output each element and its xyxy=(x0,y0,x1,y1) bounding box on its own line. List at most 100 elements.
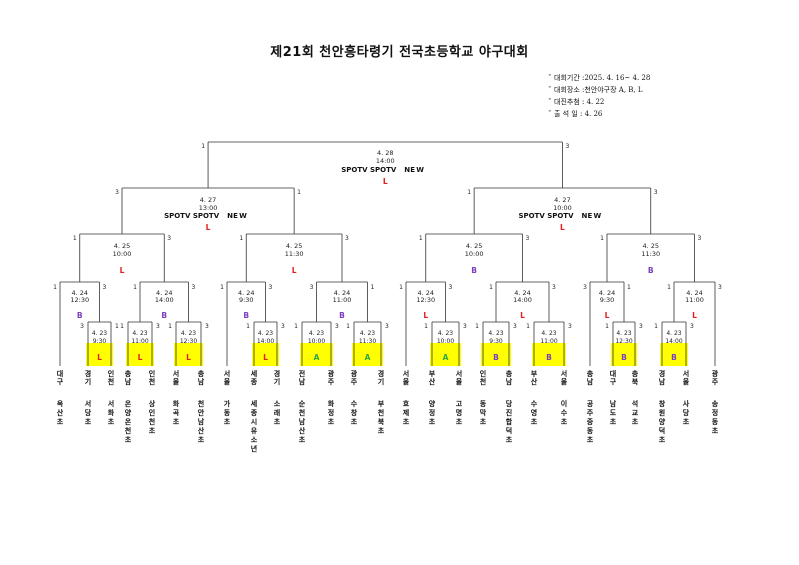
r2-score-left: 1 xyxy=(667,284,671,291)
team-school-char: 남 xyxy=(299,417,306,426)
team-school-char: 화 xyxy=(328,399,335,408)
r1-match-date: 4. 23 xyxy=(666,330,681,337)
r2-venue-label: B xyxy=(161,311,167,320)
r1-match-time: 12:30 xyxy=(180,338,197,345)
team-school-char: 송 xyxy=(712,399,719,408)
team-school-char: 창 xyxy=(659,399,666,408)
r2-match-time: 14:00 xyxy=(513,296,532,304)
team-school-char: 초 xyxy=(224,417,231,426)
team-region-char: 서 xyxy=(561,369,567,378)
team-school-char: 초 xyxy=(506,435,513,444)
team-school-char: 이 xyxy=(561,399,567,408)
team-school-char: 덕 xyxy=(506,426,512,435)
team-region-char: 북 xyxy=(632,377,639,386)
team-region-char: 경 xyxy=(378,369,384,378)
qf-match-time: 11:30 xyxy=(285,250,304,258)
sf-score-left: 1 xyxy=(467,189,471,196)
r2-match-date: 4. 24 xyxy=(238,289,255,297)
r1-match-time: 9:30 xyxy=(489,338,503,345)
team-region-char: 산 xyxy=(429,377,436,386)
team-school-char: 남 xyxy=(198,417,205,426)
team-region-char: 남 xyxy=(587,377,594,386)
final-score-right: 3 xyxy=(565,143,569,150)
r1-match-time: 9:30 xyxy=(93,338,107,345)
qf-score-right: 3 xyxy=(167,235,171,242)
r2-score-right: 3 xyxy=(103,284,107,291)
r1-score-left: 1 xyxy=(346,323,350,330)
r2-score-right: 1 xyxy=(627,284,631,291)
r1-match-date: 4. 23 xyxy=(438,330,453,337)
team-region-char: 남 xyxy=(299,377,306,386)
final-match-date: 4. 28 xyxy=(377,149,394,157)
r1-highlight xyxy=(352,343,383,366)
qf-venue-label: B xyxy=(471,266,477,275)
team-school-char: 도 xyxy=(610,409,617,417)
qf-score-left: 1 xyxy=(239,235,243,242)
team-school-char: 공 xyxy=(587,400,594,408)
sf-match-time: 13:00 xyxy=(199,204,218,212)
r1-highlight xyxy=(126,343,154,366)
team-school-char: 초 xyxy=(149,426,156,435)
r2-match-date: 4. 24 xyxy=(514,289,531,297)
page-title: 제21회 천안흥타령기 전국초등학교 야구대회 xyxy=(270,45,529,60)
qf-score-left: 1 xyxy=(600,235,604,242)
team-school-char: 남 xyxy=(610,399,617,408)
r1-score-left: 1 xyxy=(526,323,530,330)
team-school-char: 안 xyxy=(198,408,205,417)
final-score-left: 1 xyxy=(201,143,205,150)
team-school-char: 제 xyxy=(403,408,409,417)
team-school-char: 초 xyxy=(274,417,281,426)
team-region-char: 남 xyxy=(198,377,205,386)
team-school-char: 초 xyxy=(351,417,358,426)
r2-score-right: 3 xyxy=(269,284,273,291)
tv-logo-text: SPOTV SPOTV xyxy=(164,212,220,220)
team-school-char: 주 xyxy=(587,409,594,417)
qf-score-right: 3 xyxy=(526,235,530,242)
tv-logo-n: N xyxy=(227,212,233,220)
team-school-char: 초 xyxy=(632,417,639,426)
tv-logo-n: N xyxy=(404,166,410,174)
team-region-char: 인 xyxy=(149,369,155,378)
r1-match-date: 4. 23 xyxy=(309,330,324,337)
r2-score-right: 3 xyxy=(552,284,556,291)
r1-venue-label: L xyxy=(138,353,143,362)
r1-score-right: 3 xyxy=(335,323,339,330)
r1-score-right: 3 xyxy=(568,323,572,330)
team-school-char: 초 xyxy=(712,426,719,435)
team-region-char: 부 xyxy=(531,369,538,378)
team-region-char: 울 xyxy=(224,377,231,386)
team-school-char: 당 xyxy=(85,408,92,417)
team-school-char: 석 xyxy=(632,399,638,408)
team-school-char: 수 xyxy=(351,400,358,408)
r1-score-right: 3 xyxy=(463,323,467,330)
team-school-char: 초 xyxy=(299,435,306,444)
qf-score-right: 3 xyxy=(698,235,702,242)
qf-venue-label: B xyxy=(648,266,654,275)
r2-match-date: 4. 24 xyxy=(599,289,616,297)
r1-match-date: 4. 23 xyxy=(488,330,503,337)
r2-venue-label: L xyxy=(605,311,610,320)
team-school-char: 정 xyxy=(328,408,334,417)
team-school-char: 가 xyxy=(224,399,231,408)
r2-venue-label: L xyxy=(520,311,525,320)
team-school-char: 옥 xyxy=(57,399,64,408)
tv-logo-n: N xyxy=(581,212,587,220)
team-school-char: 교 xyxy=(632,409,639,417)
r1-venue-label: B xyxy=(546,353,552,362)
team-school-char: 시 xyxy=(251,418,257,426)
r2-score-left: 1 xyxy=(220,284,224,291)
team-school-char: 초 xyxy=(125,435,132,444)
team-school-char: 양 xyxy=(125,408,132,417)
team-school-char: 초 xyxy=(173,417,180,426)
qf-score-left: 1 xyxy=(419,235,423,242)
team-region-char: 서 xyxy=(224,369,230,378)
team-region-char: 남 xyxy=(659,377,666,386)
team-region-char: 경 xyxy=(659,369,665,378)
r1-match-date: 4. 23 xyxy=(92,330,107,337)
r1-match-time: 11:30 xyxy=(359,338,376,345)
r1-score-left: 1 xyxy=(294,323,298,330)
r1-venue-label: A xyxy=(365,353,371,362)
team-school-char: 당 xyxy=(683,408,690,417)
r2-match-time: 11:00 xyxy=(685,296,704,304)
